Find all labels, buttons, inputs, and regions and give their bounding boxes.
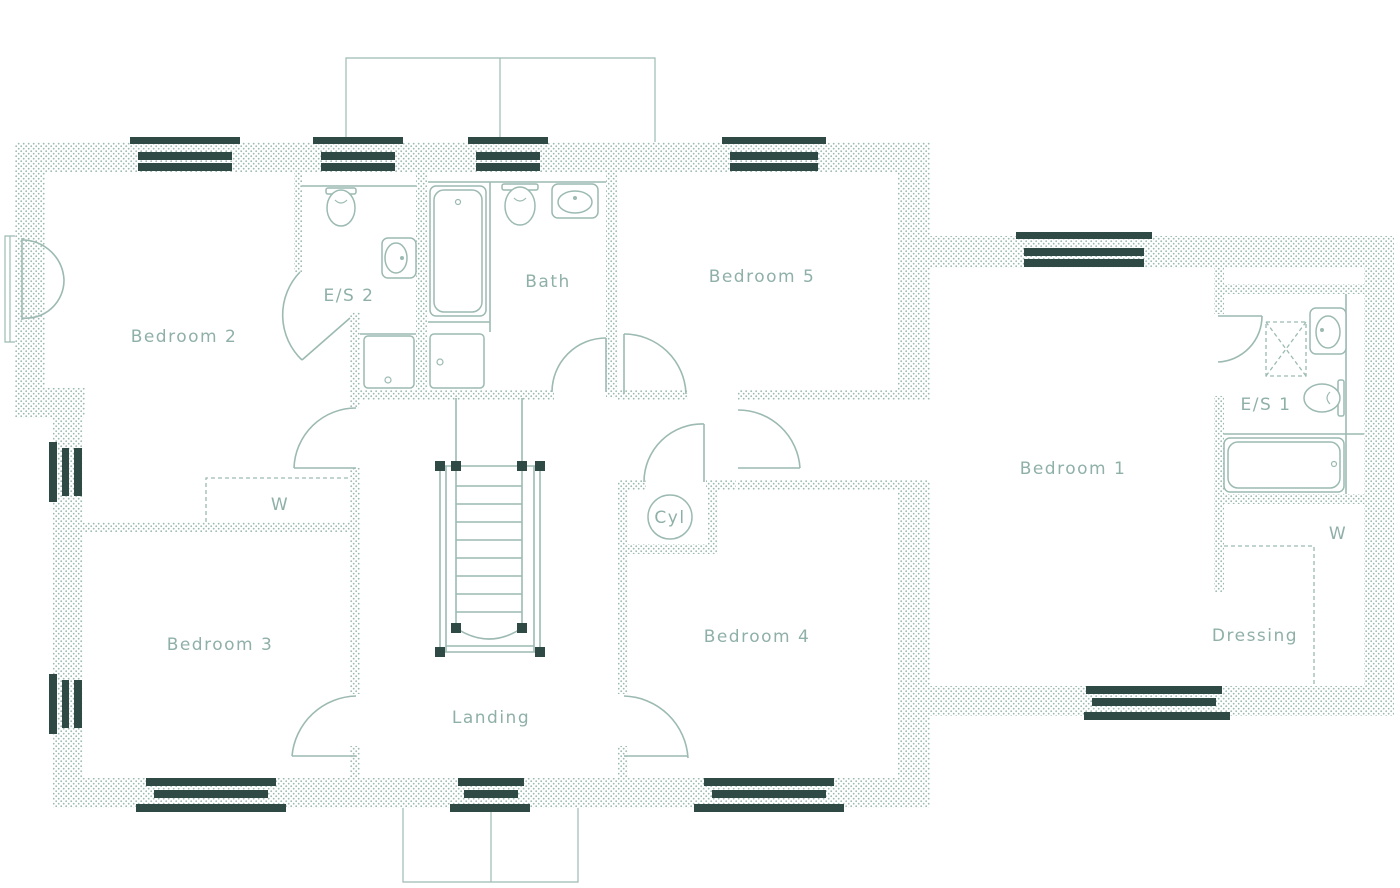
- toilet-icon: [1303, 379, 1345, 417]
- room-label-bedroom-1: Bedroom 1: [1020, 459, 1127, 479]
- room-label-es-2: E/S 2: [324, 286, 375, 306]
- bath-icon: [1223, 437, 1345, 493]
- window-icon: [450, 778, 530, 812]
- window-icon: [313, 137, 403, 171]
- window-icon: [130, 137, 240, 171]
- stair-icon: [435, 398, 545, 657]
- room-label-bedroom-4: Bedroom 4: [704, 627, 811, 647]
- room-label-bedroom-2: Bedroom 2: [131, 327, 238, 347]
- window-icon: [49, 674, 82, 734]
- window-icon: [1016, 232, 1152, 267]
- door-icon: [293, 407, 357, 469]
- door-icon: [643, 423, 705, 483]
- window-icon: [694, 778, 844, 812]
- shower-icon: [429, 333, 485, 389]
- rear-bay-outline: [345, 57, 656, 142]
- room-label-cylinder: Cyl: [654, 508, 685, 528]
- basin-icon: [381, 237, 417, 279]
- door-icon: [737, 409, 801, 469]
- room-label-bedroom-3: Bedroom 3: [167, 635, 274, 655]
- door-icon: [291, 695, 357, 757]
- door-icon: [623, 695, 689, 759]
- room-label-wardrobe-left: W: [271, 495, 289, 515]
- bath-icon: [429, 185, 487, 317]
- shower-icon: [363, 335, 415, 389]
- wardrobe-left: [205, 477, 350, 522]
- window-icon: [49, 442, 82, 502]
- cylinder-icon: [647, 494, 693, 540]
- room-label-landing: Landing: [452, 708, 530, 728]
- room-label-es-1: E/S 1: [1241, 395, 1292, 415]
- door-icon: [9, 236, 65, 342]
- room-label-bedroom-5: Bedroom 5: [709, 267, 816, 287]
- wardrobe-right: [1224, 545, 1315, 686]
- door-icon: [623, 333, 687, 395]
- basin-icon: [1309, 307, 1347, 355]
- room-label-wardrobe-right: W: [1329, 524, 1347, 544]
- room-label-dressing: Dressing: [1212, 626, 1298, 646]
- front-porch-outline: [402, 808, 579, 883]
- door-icon: [281, 271, 351, 361]
- internal-walls: [83, 172, 1364, 778]
- window-icon: [1084, 686, 1230, 720]
- door-icon: [1217, 315, 1263, 363]
- door-icon: [551, 337, 607, 393]
- window-icon: [136, 778, 286, 812]
- basin-icon: [551, 183, 599, 219]
- window-icon: [722, 137, 826, 171]
- room-label-bath: Bath: [525, 272, 571, 292]
- shower-icon: [1265, 321, 1307, 377]
- window-icon: [468, 137, 548, 171]
- toilet-icon: [325, 187, 357, 227]
- toilet-icon: [501, 183, 539, 226]
